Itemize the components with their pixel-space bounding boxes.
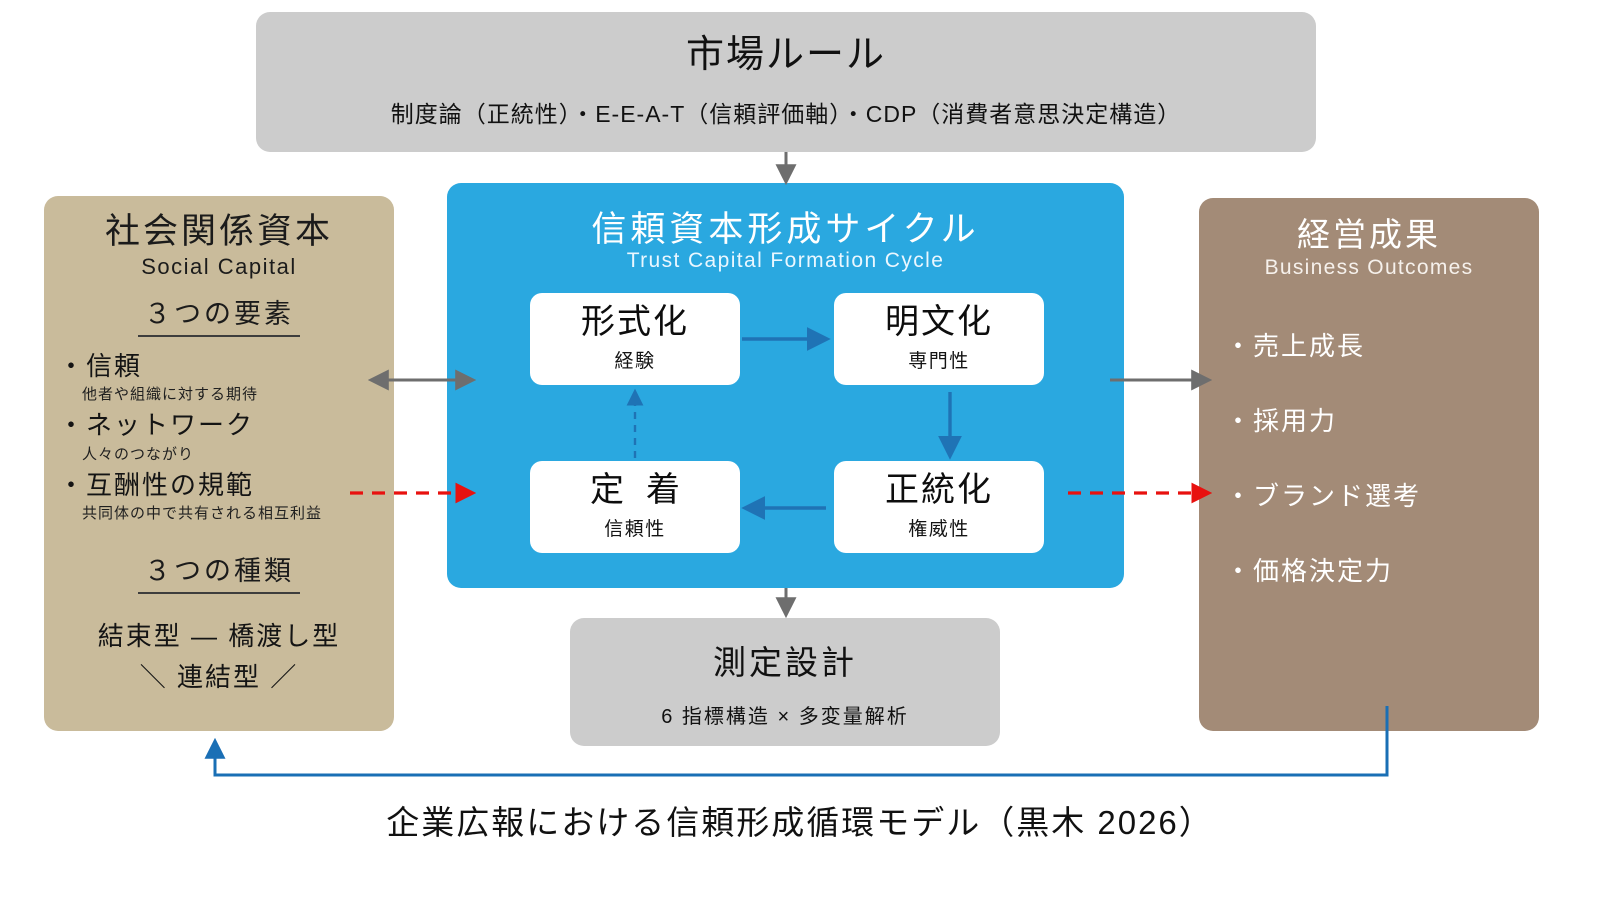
node-title: 正統化 [885, 470, 993, 509]
cycle-title: 信頼資本形成サイクル [591, 210, 980, 249]
outcomes-title-en: Business Outcomes [1264, 255, 1474, 279]
node-subtitle: 専門性 [908, 351, 970, 373]
business-outcomes-box: 経営成果 Business Outcomes ・売上成長 ・採用力 ・ブランド選… [1199, 198, 1539, 731]
social-capital-title-en: Social Capital [141, 254, 297, 280]
outcomes-title: 経営成果 [1297, 216, 1441, 253]
node-subtitle: 権威性 [908, 519, 970, 541]
element-description: 共同体の中で共有される相互利益 [82, 504, 323, 522]
list-item: ・信頼 他者や組織に対する期待 [58, 351, 380, 404]
social-capital-types-line2: ＼ 連結型 ／ [139, 661, 299, 692]
cycle-node-documentation[interactable]: 明文化 専門性 [834, 293, 1044, 385]
cycle-title-en: Trust Capital Formation Cycle [626, 249, 945, 272]
element-label: ・互酬性の規範 [58, 469, 255, 500]
social-capital-types-line1: 結束型 ― 橋渡し型 [97, 620, 341, 651]
measurement-title: 測定設計 [713, 643, 857, 681]
element-label: ・ネットワーク [58, 410, 255, 441]
node-title: 形式化 [581, 302, 689, 341]
figure-caption: 企業広報における信頼形成循環モデル（黒木 2026） [386, 804, 1214, 841]
social-capital-element-list: ・信頼 他者や組織に対する期待 ・ネットワーク 人々のつながり ・互酬性の規範 … [58, 351, 380, 523]
social-capital-types-heading: ３つの種類 [138, 549, 300, 594]
list-item: ・ブランド選考 [1225, 480, 1422, 511]
list-item: ・価格決定力 [1225, 555, 1394, 586]
cycle-node-legitimation[interactable]: 正統化 権威性 [834, 461, 1044, 553]
list-item: ・売上成長 [1225, 330, 1366, 361]
node-title: 明文化 [885, 302, 993, 341]
list-item: ・採用力 [1225, 405, 1338, 436]
element-description: 人々のつながり [82, 445, 195, 463]
measurement-design-box: 測定設計 6 指標構造 × 多変量解析 [570, 618, 1000, 746]
outcomes-list: ・売上成長 ・採用力 ・ブランド選考 ・価格決定力 [1213, 326, 1525, 588]
market-rules-box: 市場ルール 制度論（正統性）・E-E-A-T（信頼評価軸）・CDP（消費者意思決… [256, 12, 1316, 152]
node-subtitle: 信頼性 [604, 519, 666, 541]
element-description: 他者や組織に対する期待 [82, 386, 259, 404]
list-item: ・互酬性の規範 共同体の中で共有される相互利益 [58, 470, 380, 523]
social-capital-title: 社会関係資本 [104, 212, 333, 251]
list-item: ・ネットワーク 人々のつながり [58, 410, 380, 463]
cycle-node-formalize[interactable]: 形式化 経験 [530, 293, 740, 385]
measurement-subtitle: 6 指標構造 × 多変量解析 [661, 705, 909, 728]
cycle-node-embedding[interactable]: 定着 信頼性 [530, 461, 740, 553]
social-capital-elements-heading: ３つの要素 [138, 292, 300, 338]
market-rules-title: 市場ルール [685, 34, 886, 77]
trust-capital-cycle-box: 信頼資本形成サイクル Trust Capital Formation Cycle… [447, 183, 1124, 588]
node-title: 定着 [590, 470, 702, 509]
social-capital-box: 社会関係資本 Social Capital ３つの要素 ・信頼 他者や組織に対す… [44, 196, 394, 731]
market-rules-subtitle: 制度論（正統性）・E-E-A-T（信頼評価軸）・CDP（消費者意思決定構造） [390, 100, 1182, 127]
element-label: ・信頼 [58, 351, 143, 382]
node-subtitle: 経験 [614, 351, 656, 373]
